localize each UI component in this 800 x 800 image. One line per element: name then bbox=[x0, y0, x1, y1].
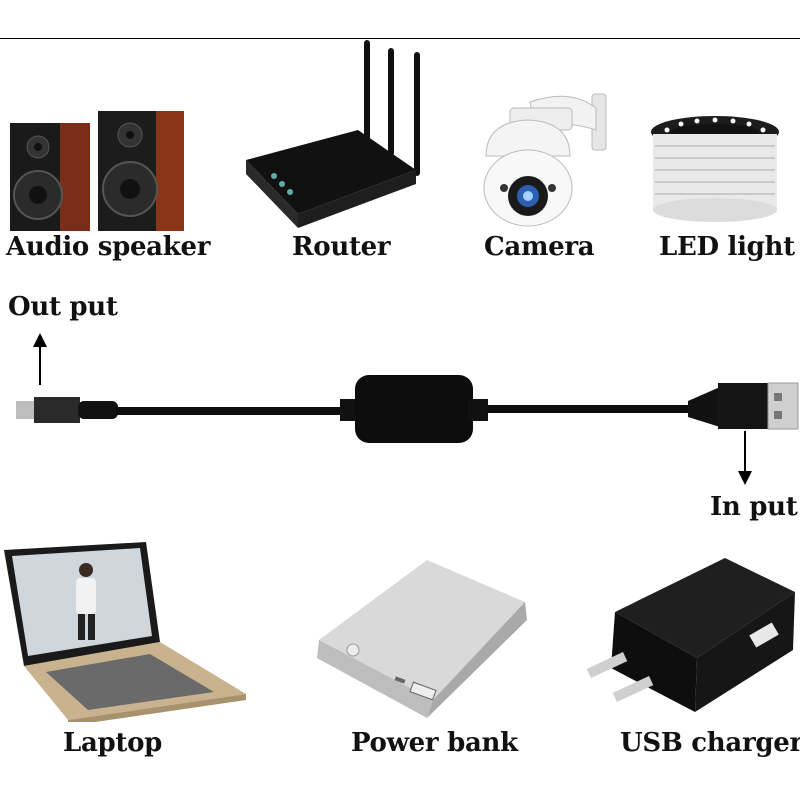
output-label: Out put bbox=[8, 292, 118, 322]
laptop-label: Laptop bbox=[63, 728, 163, 758]
audio-speaker-image bbox=[8, 105, 186, 235]
camera-label: Camera bbox=[484, 232, 595, 262]
cable-diagram bbox=[0, 325, 800, 505]
router-image bbox=[238, 38, 428, 233]
output-arrow-icon bbox=[33, 333, 47, 385]
audio-speaker-label: Audio speaker bbox=[6, 232, 211, 262]
led-light-image bbox=[645, 112, 785, 224]
input-label: In put bbox=[710, 492, 798, 522]
power-bank-image bbox=[315, 550, 530, 722]
router-label: Router bbox=[292, 232, 391, 262]
camera-image bbox=[480, 88, 610, 228]
led-light-label: LED light bbox=[659, 232, 795, 262]
usb-charger-image bbox=[585, 552, 800, 722]
input-arrow-icon bbox=[738, 431, 752, 485]
top-divider bbox=[0, 38, 800, 39]
usb-charger-label: USB charger bbox=[620, 728, 800, 758]
power-bank-label: Power bank bbox=[351, 728, 518, 758]
laptop-image bbox=[0, 542, 250, 722]
